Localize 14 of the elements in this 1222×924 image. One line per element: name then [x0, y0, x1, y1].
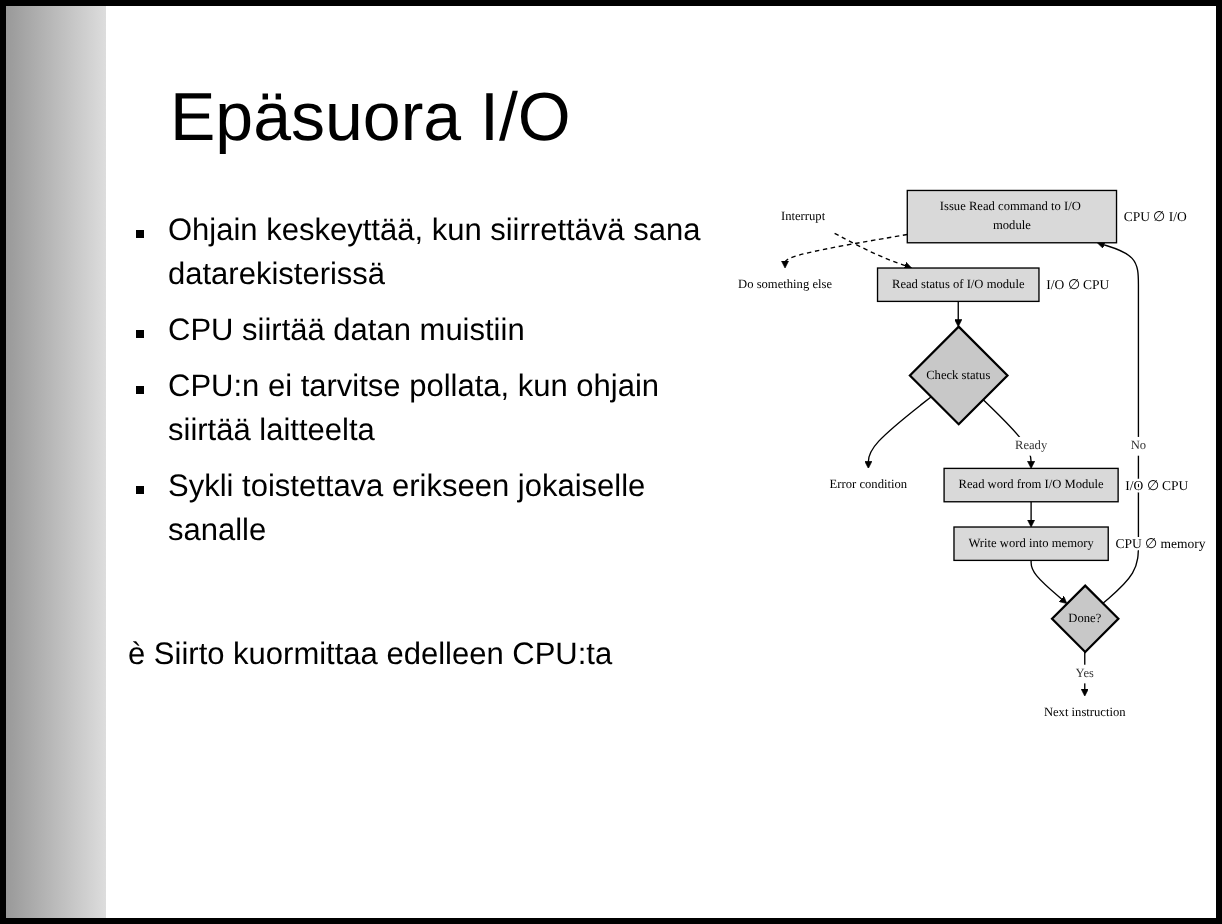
arrow: [954, 300, 963, 327]
arrow: [1027, 501, 1036, 528]
arrow: [833, 232, 912, 270]
arrow: [1096, 241, 1140, 605]
arrow: [982, 398, 1036, 469]
arrow: [781, 233, 908, 269]
slide-title: Epäsuora I/O: [170, 80, 571, 158]
bullet-text: CPU:n ei tarvitse pollata, kun ohjain siirtää laitteelta: [124, 366, 704, 454]
bullet-text: CPU siirtää datan muistiin: [124, 310, 704, 354]
bullet-text: Ohjain keskeyttää, kun siirrettävä sana datarekisterissä: [124, 210, 704, 298]
arrow: [1030, 559, 1068, 604]
bullet-text: Sykli toistettava erikseen jokaiselle sanalle: [124, 466, 704, 554]
conclusion-text: è Siirto kuormittaa edelleen CPU:ta: [126, 636, 615, 676]
arrow: [864, 396, 932, 469]
